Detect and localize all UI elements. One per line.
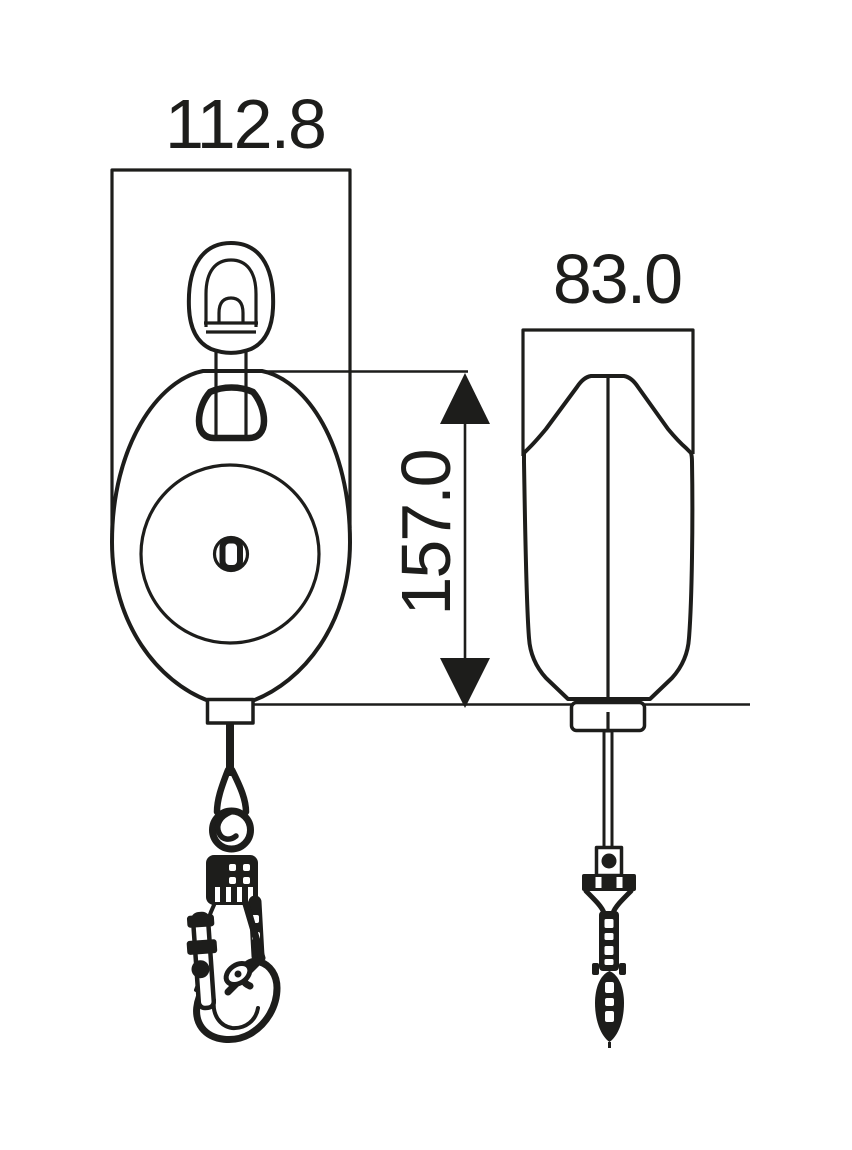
front-dimension-box [110,168,352,532]
hook-tip-side [595,971,624,1048]
front-width-dimension-label: 112.8 [165,85,325,163]
snap-hook [186,895,281,1043]
side-view [522,374,695,1048]
cable-side [602,729,614,852]
hook-swivel-side [582,845,636,916]
anchor-opening [195,384,268,442]
arrow-up-icon [440,373,490,424]
hook-gate [186,911,218,1011]
cable-drum [139,463,321,645]
side-dimension-box [521,328,695,456]
cable-bushing-front [205,697,255,725]
height-dimension-label: 157.0 [387,450,465,615]
front-view [110,241,352,1043]
side-width-dimension-label: 83.0 [553,240,681,318]
housing-profile [522,374,695,701]
cable-thimble [206,723,258,905]
hook-shank-side [592,911,626,975]
arrow-down-icon [440,658,490,708]
drum-hub [212,535,250,573]
swivel-stem [214,349,248,436]
